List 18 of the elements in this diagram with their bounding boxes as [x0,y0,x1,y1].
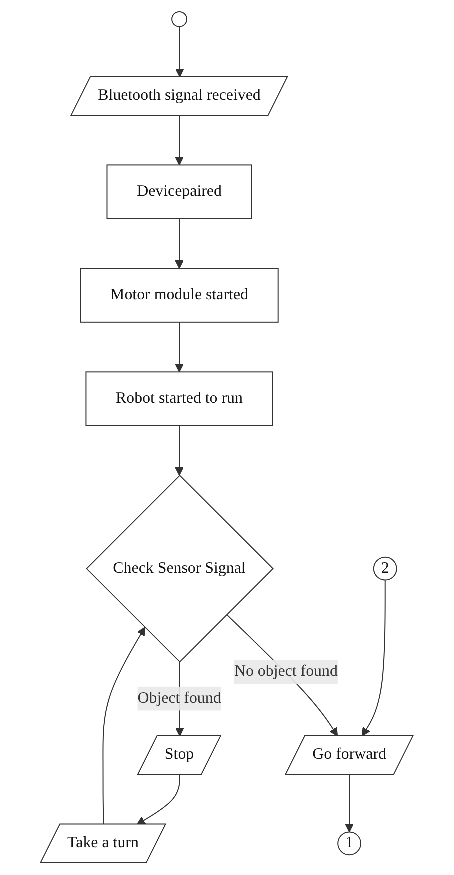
arrow [175,26,184,78]
node-circle [172,11,188,28]
arrow [345,774,354,833]
arrow [175,115,184,166]
node-box [106,164,252,220]
arrow [362,580,386,737]
arrow [175,218,184,270]
node-circle [338,832,362,856]
arrow [136,774,181,826]
node-diamond [86,474,274,663]
node-box [80,268,279,323]
arrow [175,322,184,373]
arrow [175,425,184,476]
arrow [102,627,146,826]
arrow [226,614,338,737]
node-box [86,372,274,426]
flowchart: Bluetooth signal received Devicepaired Motor module started Robot started to run Check Sensor Signal 2 No object found Object found Stop Go forward Take a turn 1 [4,4,450,871]
node-circle [373,556,398,581]
